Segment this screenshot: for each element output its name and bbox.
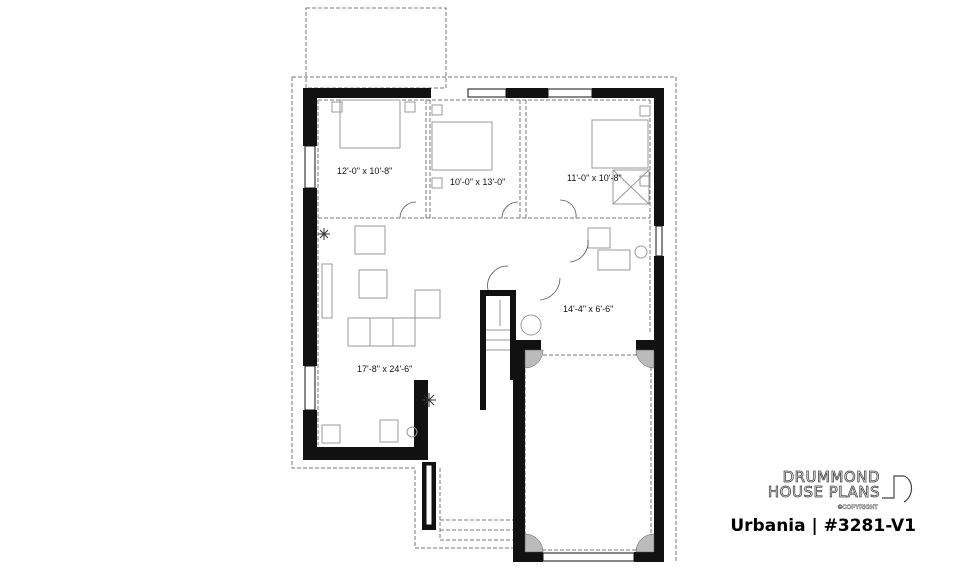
walls [303,88,664,562]
door-swings [399,199,589,301]
brand-line-1: DRUMMOND [782,468,880,486]
room-dim-bedroom-1: 12'-0" x 10'-8" [337,166,392,176]
logo-mark-icon [882,475,913,503]
room-dim-bath: 14'-4" x 6'-6" [563,304,613,314]
brand-logo: DRUMMOND HOUSE PLANS [767,468,880,501]
copyright-text: ©COPYRIGHT [837,505,878,511]
room-dim-bedroom-3: 11'-0" x 10'-8" [567,173,622,183]
windows [304,88,663,562]
room-dim-bedroom-2: 10'-0" x 13'-0" [450,177,505,187]
furniture [321,99,651,444]
room-dim-family: 17'-8" x 24'-6" [357,364,412,374]
stairs [486,300,510,351]
garage-columns [524,349,655,553]
plan-model-label: Urbania | #3281-V1 [730,516,916,536]
plant-icon [318,228,436,407]
brand-line-2: HOUSE PLANS [767,483,880,501]
